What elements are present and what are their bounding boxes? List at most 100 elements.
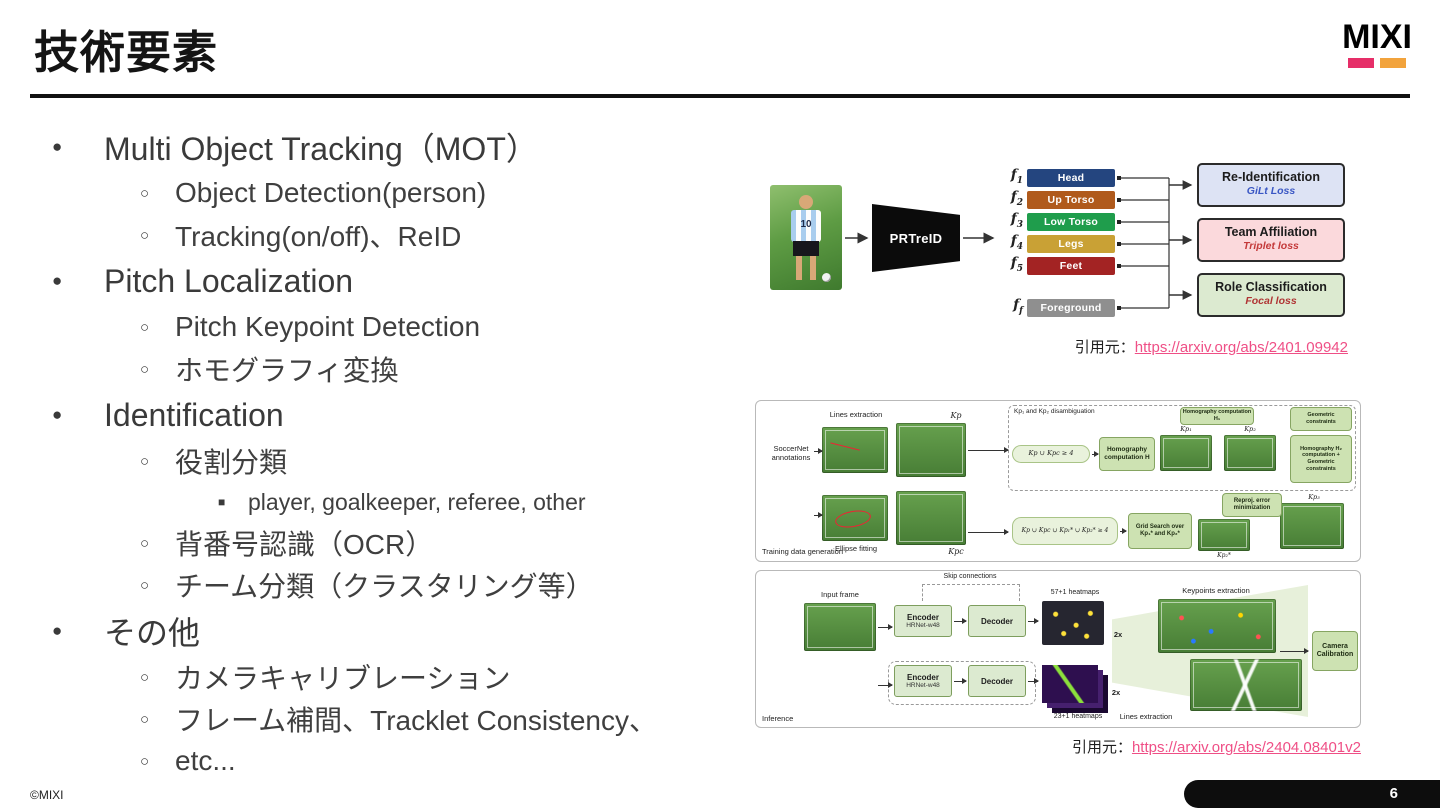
heatmaps-57-image [1042,601,1104,645]
condition-2: Kp ∪ Kpc ∪ Kp₁* ∪ Kp₂* ≥ 4 [1012,517,1118,545]
bullet-marker: ○ [140,318,150,336]
bullet-frame-interpolation: ○ フレーム補間、Tracklet Consistency、 [40,698,755,740]
bullet-text: Pitch Localization [104,262,354,299]
bullet-marker: ○ [140,184,150,202]
bullet-etc: ○ etc... [40,740,755,782]
grid-search-box: Grid Search over Kp₁* and Kp₂* [1128,513,1192,549]
feature-label-f5: f5 [1010,255,1023,274]
bullet-text: ホモグラフィ変換 [175,355,399,386]
geometric-constraints-box: Geometric constraints [1290,407,1352,431]
bullet-marker: ○ [140,668,150,686]
bullet-others: ●その他 [40,606,755,656]
camera-calibration-box: Camera Calibration [1312,631,1358,671]
feature-label-f3: f3 [1010,211,1023,230]
homography-h1-box: Homography computation H₁ [1180,407,1254,425]
kp2-label: Kp₂ [1244,425,1256,433]
citation-link-arxiv-2404-08401v2[interactable]: https://arxiv.org/abs/2404.08401v2 [1131,739,1361,756]
arrow [954,618,967,625]
bullet-marker: ○ [140,710,150,728]
player-leg-shape [796,256,802,280]
figure-pitch-pipeline: SoccerNet annotations Lines extraction K… [755,400,1363,728]
bullet-marker: ● [52,405,63,424]
bullet-text: Multi Object Tracking（MOT） [104,131,538,167]
encoder-label: Encoder [906,673,939,682]
field-image-kpc [896,491,966,545]
citation-1: 引用元：https://arxiv.org/abs/2401.09942 [765,336,1348,357]
ellipse-fitting-label: Ellipse fitting [834,544,878,553]
citation-link-arxiv-2401-09942[interactable]: https://arxiv.org/abs/2401.09942 [1134,339,1348,356]
kp2star-label: Kp₂* [1217,552,1231,559]
field-image-kp1 [1160,435,1212,471]
output-re-identification: Re-Identification GiLt Loss [1197,163,1345,207]
keypoints-extraction-label: Keypoints extraction [1182,586,1250,595]
lines-extraction-image [1190,659,1302,711]
soccer-ball-shape [822,273,831,282]
citation-prefix: 引用元： [1071,739,1132,756]
bullet-text: Tracking(on/off)、ReID [175,221,462,252]
decoder-box-2: Decoder [968,665,1026,697]
mixi-logo-text: MIXI [1342,18,1412,56]
arrow [968,447,1009,454]
bullet-marker: ■ [218,495,226,509]
arrow [878,682,893,689]
feature-label-f2: f2 [1010,189,1023,208]
part-box-head: Head [1027,169,1121,187]
decoder-label: Decoder [980,676,1013,686]
heatmaps-23-image [1042,665,1098,703]
bullet-list: ● Multi Object Tracking（MOT） ○ Object Dete… [40,122,755,782]
condition-1: Kp ∪ Kpc ≥ 4 [1012,445,1090,463]
kpc-label: Kpc [948,547,964,556]
arrow [1028,618,1039,625]
output-subtitle: GiLt Loss [1246,185,1296,198]
bullet-text: 役割分類 [175,447,288,478]
bullet-ocr: ○ 背番号認識（OCR） [40,522,755,564]
bullet-marker: ○ [140,752,150,770]
skip-connections-brace [922,584,1020,601]
arrow [968,529,1009,536]
title-underline [30,94,1410,98]
decoder-label: Decoder [980,616,1013,626]
bullet-marker: ○ [140,576,150,594]
bullet-camera-calibration: ○カメラキャリブレーション [40,656,755,698]
part-box-foreground: Foreground [1027,299,1121,317]
arrow [814,448,823,455]
bullet-text: その他 [104,615,201,651]
kp3-label: Kp₃ [1308,493,1320,501]
bullet-text: フレーム補間、Tracklet Consistency、 [175,705,657,736]
homography-h-box: Homography computation H [1099,437,1155,471]
bullet-text: Object Detection(person) [175,177,487,208]
arrow [954,678,967,685]
player-shorts-shape [793,241,819,256]
citation-prefix: 引用元： [1074,339,1135,356]
soccernet-label: SoccerNet annotations [771,444,811,462]
player-head-shape [799,195,813,209]
bullet-marker: ○ [140,360,150,378]
part-box-low-torso: Low Torso [1027,213,1121,231]
bullet-identification: ●Identification [40,390,755,440]
output-team-affiliation: Team Affiliation Triplet loss [1197,218,1345,262]
output-title: Role Classification [1215,280,1327,294]
encoder-box-2: Encoder HRNet-w48 [894,665,952,697]
bullet-role-values: ■ player, goalkeeper, referee, other [40,482,755,522]
disambiguation-label: Kp₁ and Kp₂ disambiguation [1014,408,1095,415]
jersey-number: 10 [800,219,812,230]
encoder-label: Encoder [906,613,939,622]
bullet-text: 背番号認識（OCR） [175,529,434,560]
lines-extraction-label: Lines extraction [1119,712,1173,721]
logo-bar-orange [1380,58,1407,68]
arrow [1092,451,1099,458]
encoder-sub-label: HRNet-w48 [906,682,940,689]
bullet-homography: ○ ホモグラフィ変換 [40,348,755,390]
bullet-text: etc... [175,745,236,776]
field-image-kp2star [1198,519,1250,551]
homography-h2-box: Homography H₂ computation + Geometric co… [1290,435,1352,483]
page-number: 6 [1389,785,1398,802]
bullet-marker: ○ [140,534,150,552]
citation-2: 引用元：https://arxiv.org/abs/2404.08401v2 [755,736,1361,757]
skip-connections-label: Skip connections [943,573,997,580]
bullet-marker: ○ [140,226,150,244]
decoder-box-1: Decoder [968,605,1026,637]
bullet-marker: ○ [140,452,150,470]
red-annotation-arrow [830,442,860,451]
bullet-text: player, goalkeeper, referee, other [248,488,586,515]
